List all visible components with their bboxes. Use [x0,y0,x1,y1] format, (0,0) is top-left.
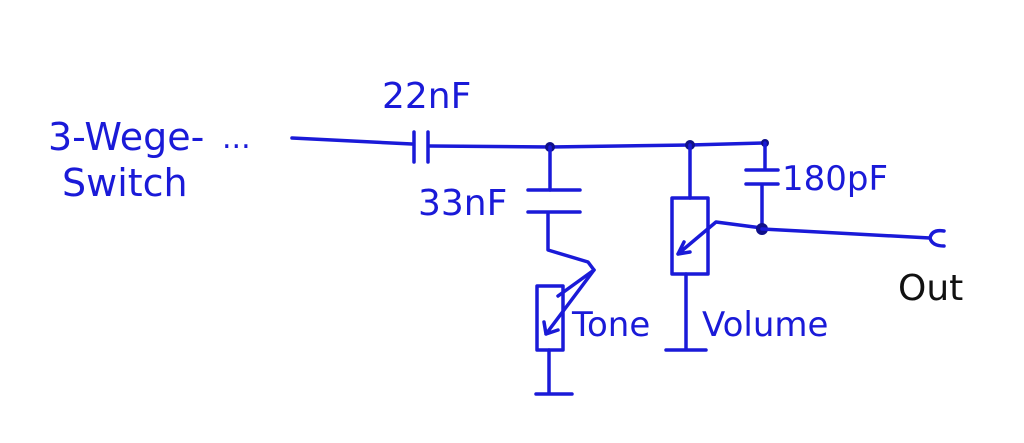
tone-pot-label: Tone [571,305,650,345]
input-label-line1: 3-Wege- [48,115,204,159]
output-label: Out [898,268,963,309]
tone-capacitor-label: 33nF [418,183,507,224]
output-terminal [928,228,946,248]
tone-branch-wire-mid [546,212,596,298]
output-wire [760,227,932,240]
main-bus-wire [428,141,767,149]
tone-pot-ground-wire [534,348,574,396]
series-capacitor-symbol [412,130,430,164]
tone-capacitor-symbol [526,188,582,214]
treble-capacitor-symbol [744,168,780,186]
input-continuation-dots: ... [222,121,251,156]
tone-pot-wiper [542,268,596,336]
treble-capacitor-label: 180pF [782,159,888,199]
volume-pot-wiper [676,220,764,256]
volume-pot-body [670,196,710,276]
input-label-line2: Switch [62,161,188,205]
series-capacitor-label: 22nF [382,76,471,117]
volume-pot-ground-wire [664,272,708,352]
input-wire [290,136,414,146]
volume-pot-label: Volume [702,305,828,345]
